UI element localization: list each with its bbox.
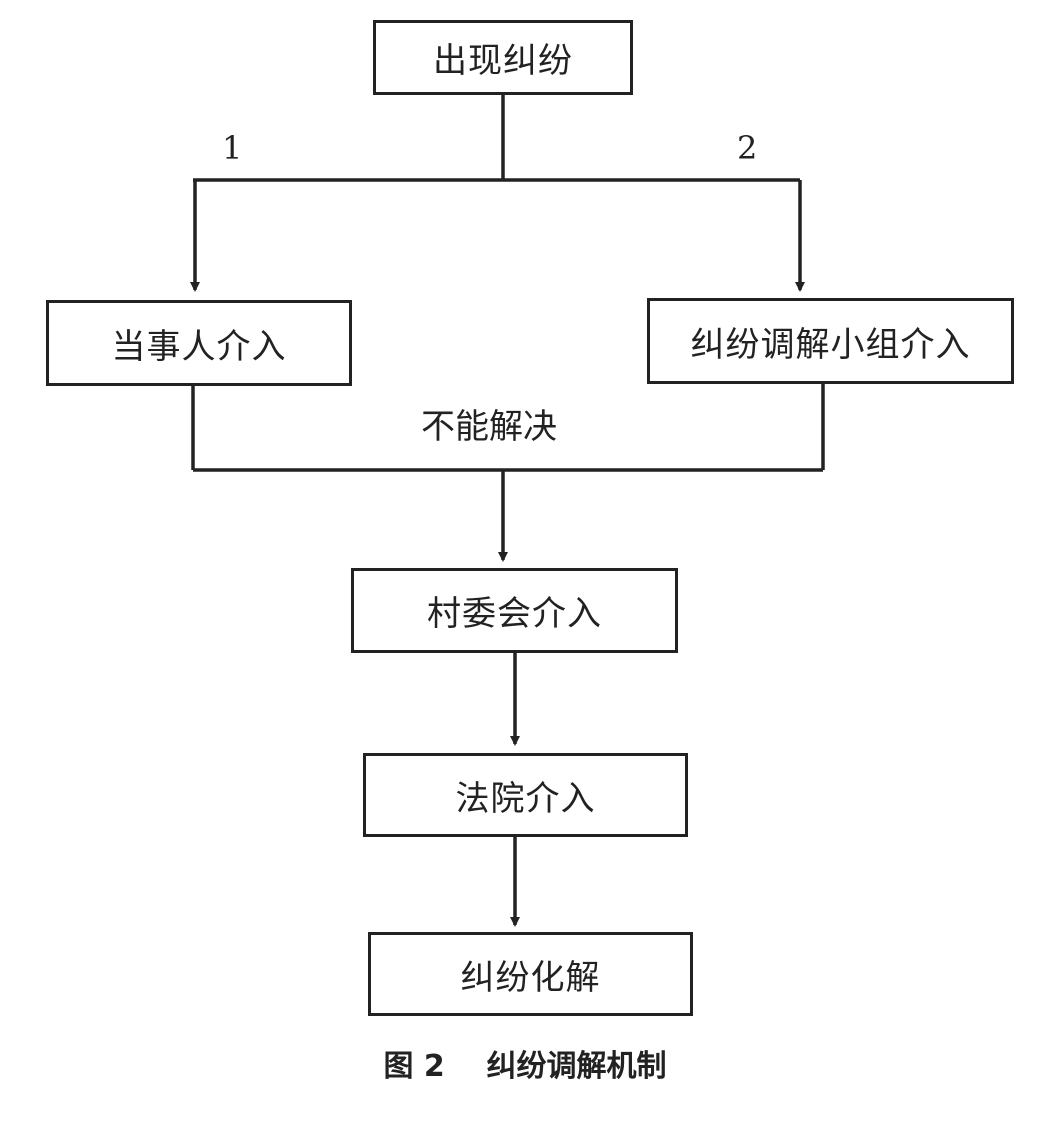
path-label-2: 2 xyxy=(737,129,758,167)
node-dispute-resolved-label: 纠纷化解 xyxy=(460,957,601,998)
label-cannot-resolve: 不能解决 xyxy=(421,407,557,447)
node-dispute-occurs: 出现纠纷 xyxy=(373,20,633,95)
path-label-1: 1 xyxy=(222,129,243,167)
node-court-intervene: 法院介入 xyxy=(363,753,688,837)
node-village-committee-intervene-label: 村委会介入 xyxy=(427,594,602,634)
node-dispute-occurs-label: 出现纠纷 xyxy=(433,41,573,81)
figure-title: 纠纷调解机制 xyxy=(486,1049,667,1084)
node-village-committee-intervene: 村委会介入 xyxy=(351,568,678,653)
figure-number: 图 2 xyxy=(383,1049,445,1084)
node-court-intervene-label: 法院介入 xyxy=(455,778,596,819)
node-mediation-team-intervene-label: 纠纷调解小组介入 xyxy=(690,324,971,365)
node-parties-intervene: 当事人介入 xyxy=(46,300,352,386)
node-mediation-team-intervene: 纠纷调解小组介入 xyxy=(647,298,1014,384)
node-parties-intervene-label: 当事人介入 xyxy=(111,326,287,367)
node-dispute-resolved: 纠纷化解 xyxy=(368,932,693,1016)
figure-caption: 图 2 纠纷调解机制 xyxy=(0,1052,1050,1082)
